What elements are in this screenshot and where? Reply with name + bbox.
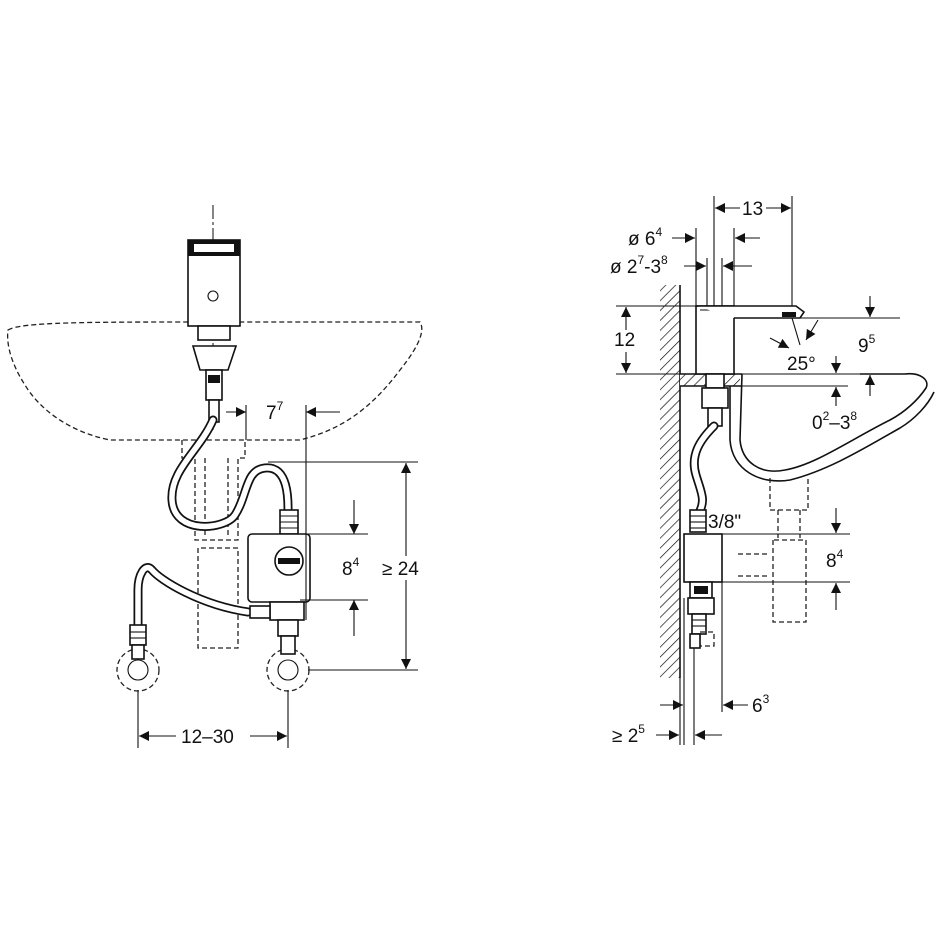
dim-thread: 3/8" — [708, 512, 741, 533]
left-fitting — [129, 624, 147, 660]
hose-front — [133, 415, 293, 633]
faucet-body-side — [695, 305, 806, 427]
control-box-side — [683, 533, 723, 649]
side-view: 13 ø 64 ø 27-38 12 25° 95 02–38 — [610, 196, 935, 747]
dim-spout-offset: 77 — [266, 399, 284, 424]
control-box-front — [247, 509, 311, 655]
dim-wall-gap: ≥ 25 — [612, 722, 645, 747]
dim-deck-thickness: 02–38 — [812, 409, 857, 434]
right-connection — [266, 648, 310, 692]
dim-connection-spacing: 12–30 — [181, 727, 234, 748]
basin-profile — [739, 372, 928, 472]
dim-hole-diameter: ø 27-38 — [610, 253, 668, 278]
wall — [660, 285, 680, 678]
dim-box-height-front: 84 — [342, 555, 360, 580]
dim-spout-angle: 25° — [787, 354, 816, 375]
front-view: 77 84 ≥ 24 12–30 — [6, 205, 432, 748]
dim-spout-reach: 13 — [742, 199, 763, 220]
faucet-body-front — [187, 239, 241, 423]
dim-body-height: 12 — [614, 330, 635, 351]
dim-outlet-height: 95 — [858, 332, 876, 357]
dim-install-height: ≥ 24 — [382, 559, 419, 580]
dim-box-height-side: 84 — [826, 547, 844, 572]
dim-body-diameter: ø 64 — [628, 225, 662, 250]
basin-outline — [6, 321, 423, 441]
dim-box-depth: 63 — [752, 692, 770, 717]
